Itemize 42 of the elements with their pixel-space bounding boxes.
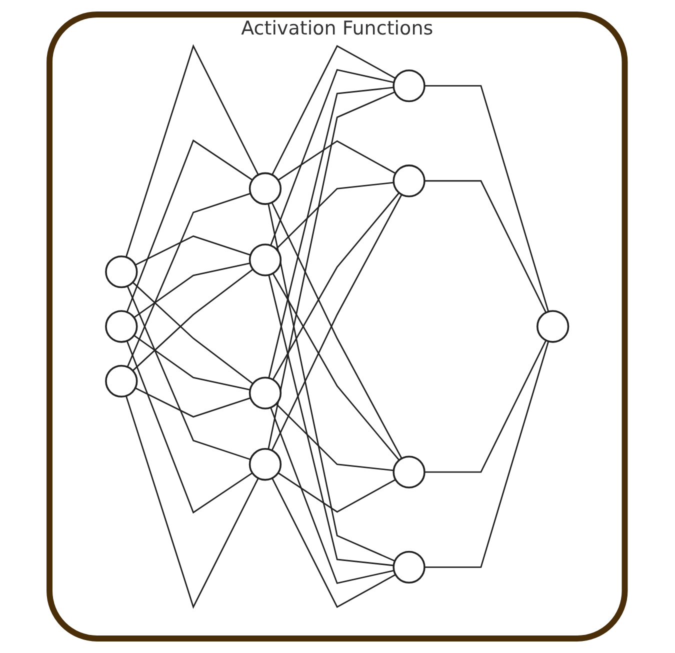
connector [268,274,394,566]
connector [276,182,394,250]
node-circle [249,376,282,410]
node-circle [249,172,282,205]
connector [268,204,396,562]
node-circle [105,364,138,398]
connector [132,282,254,384]
connector [270,407,394,584]
node-circle [393,456,426,488]
connector [126,340,254,514]
connector [272,192,400,380]
connector [126,139,254,312]
connector [272,45,396,176]
connector [272,273,400,461]
node-circle [249,448,282,481]
node-circle [105,310,138,343]
node-circle [393,69,426,102]
node-circle [249,244,282,276]
connector [126,396,260,609]
connector [424,341,550,568]
node-circle [105,255,138,288]
connector [132,268,254,372]
connector [268,86,394,378]
connector [278,140,396,181]
connector [276,403,394,472]
connector [134,262,251,318]
connector [135,387,252,418]
connector [424,180,547,313]
connector [126,44,260,258]
connector [272,478,396,608]
connector [135,235,252,266]
connector [424,340,547,473]
connector [127,192,252,368]
node-circle [393,550,426,584]
connector [278,472,396,513]
node-circle [536,310,570,343]
node-circle [393,164,426,198]
connector [127,286,252,460]
connector [424,85,550,312]
connector [270,68,394,246]
connector [268,91,396,450]
connector [134,334,251,390]
